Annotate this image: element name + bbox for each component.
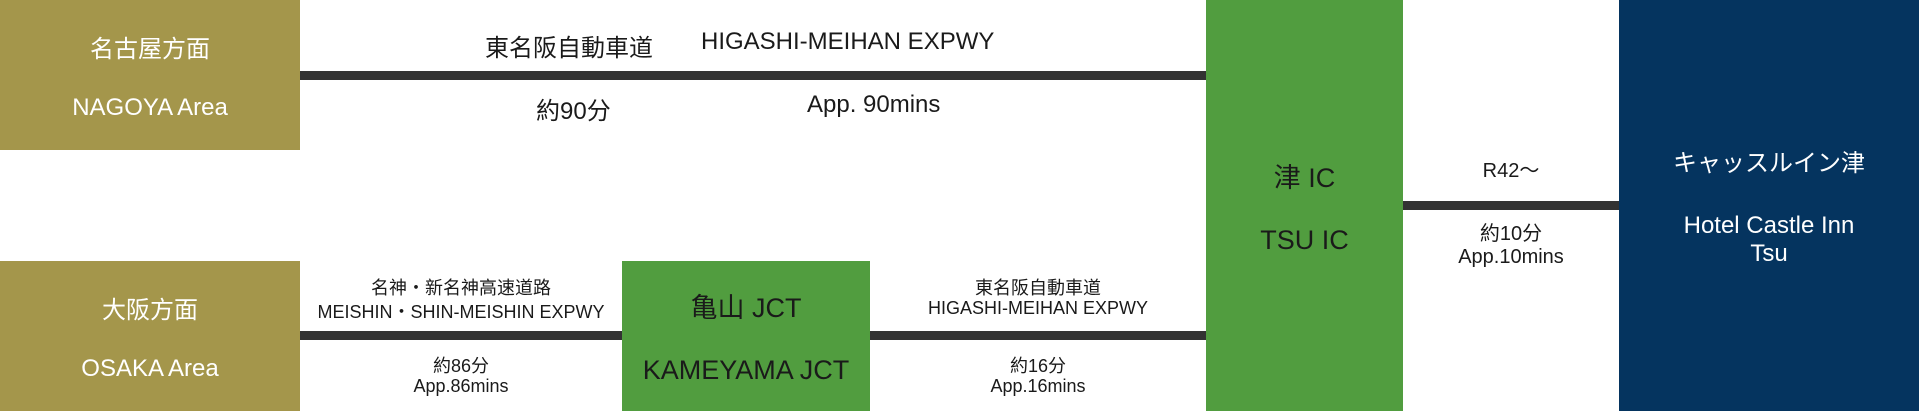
kameyama-route-time-en: App.16mins xyxy=(990,376,1086,396)
osaka-label-en: OSAKA Area xyxy=(81,354,219,382)
nagoya-area-box: 名古屋方面 NAGOYA Area xyxy=(0,0,300,150)
nagoya-route-road-en: HIGASHI-MEIHAN EXPWY xyxy=(701,28,995,55)
kameyama-label-ja: 亀山 JCT xyxy=(690,293,802,323)
hotel-route-time-en: App.10mins xyxy=(1458,246,1564,268)
kameyama-route-road-en: HIGASHI-MEIHAN EXPWY xyxy=(927,298,1149,318)
kameyama-route-time-ja: 約16分 xyxy=(1009,356,1067,376)
hotel-route-time-ja: 約10分 xyxy=(1479,223,1543,245)
osaka-label-ja: 大阪方面 xyxy=(102,296,198,324)
hotel-route-road: R42〜 xyxy=(1482,160,1540,182)
nagoya-label-en: NAGOYA Area xyxy=(72,93,228,121)
hotel-box: キャッスルイン津 Hotel Castle Inn Tsu xyxy=(1619,0,1919,411)
nagoya-route-time-en: App. 90mins xyxy=(807,91,941,118)
osaka-area-box: 大阪方面 OSAKA Area xyxy=(0,261,300,411)
kameyama-route-road-ja: 東名阪自動車道 xyxy=(975,278,1101,298)
hotel-label-ja: キャッスルイン津 xyxy=(1673,150,1865,177)
road-tsu-hotel xyxy=(1403,201,1619,210)
tsu-ic-label-ja: 津 IC xyxy=(1273,162,1336,193)
nagoya-route-road-ja: 東名阪自動車道 xyxy=(485,35,653,62)
kameyama-label-en: KAMEYAMA JCT xyxy=(642,355,850,385)
road-kameyama-tsu xyxy=(870,331,1206,340)
osaka-route-road-en: MEISHIN・SHIN-MEISHIN EXPWY xyxy=(317,302,605,322)
nagoya-label-ja: 名古屋方面 xyxy=(90,35,210,63)
osaka-route-road-ja: 名神・新名神高速道路 xyxy=(371,278,551,298)
osaka-route-time-ja: 約86分 xyxy=(432,356,490,376)
osaka-route-time-en: App.86mins xyxy=(413,376,509,396)
kameyama-jct-box: 亀山 JCT KAMEYAMA JCT xyxy=(622,261,870,411)
hotel-label-en-line1: Hotel Castle Inn xyxy=(1683,212,1855,239)
nagoya-route-time-ja: 約90分 xyxy=(536,98,611,125)
tsu-ic-box: 津 IC TSU IC xyxy=(1206,0,1403,411)
hotel-label-en-line2: Tsu xyxy=(1750,240,1788,267)
tsu-ic-label-en: TSU IC xyxy=(1260,224,1349,255)
road-osaka-kameyama xyxy=(300,331,622,340)
road-nagoya-tsu xyxy=(300,71,1206,80)
